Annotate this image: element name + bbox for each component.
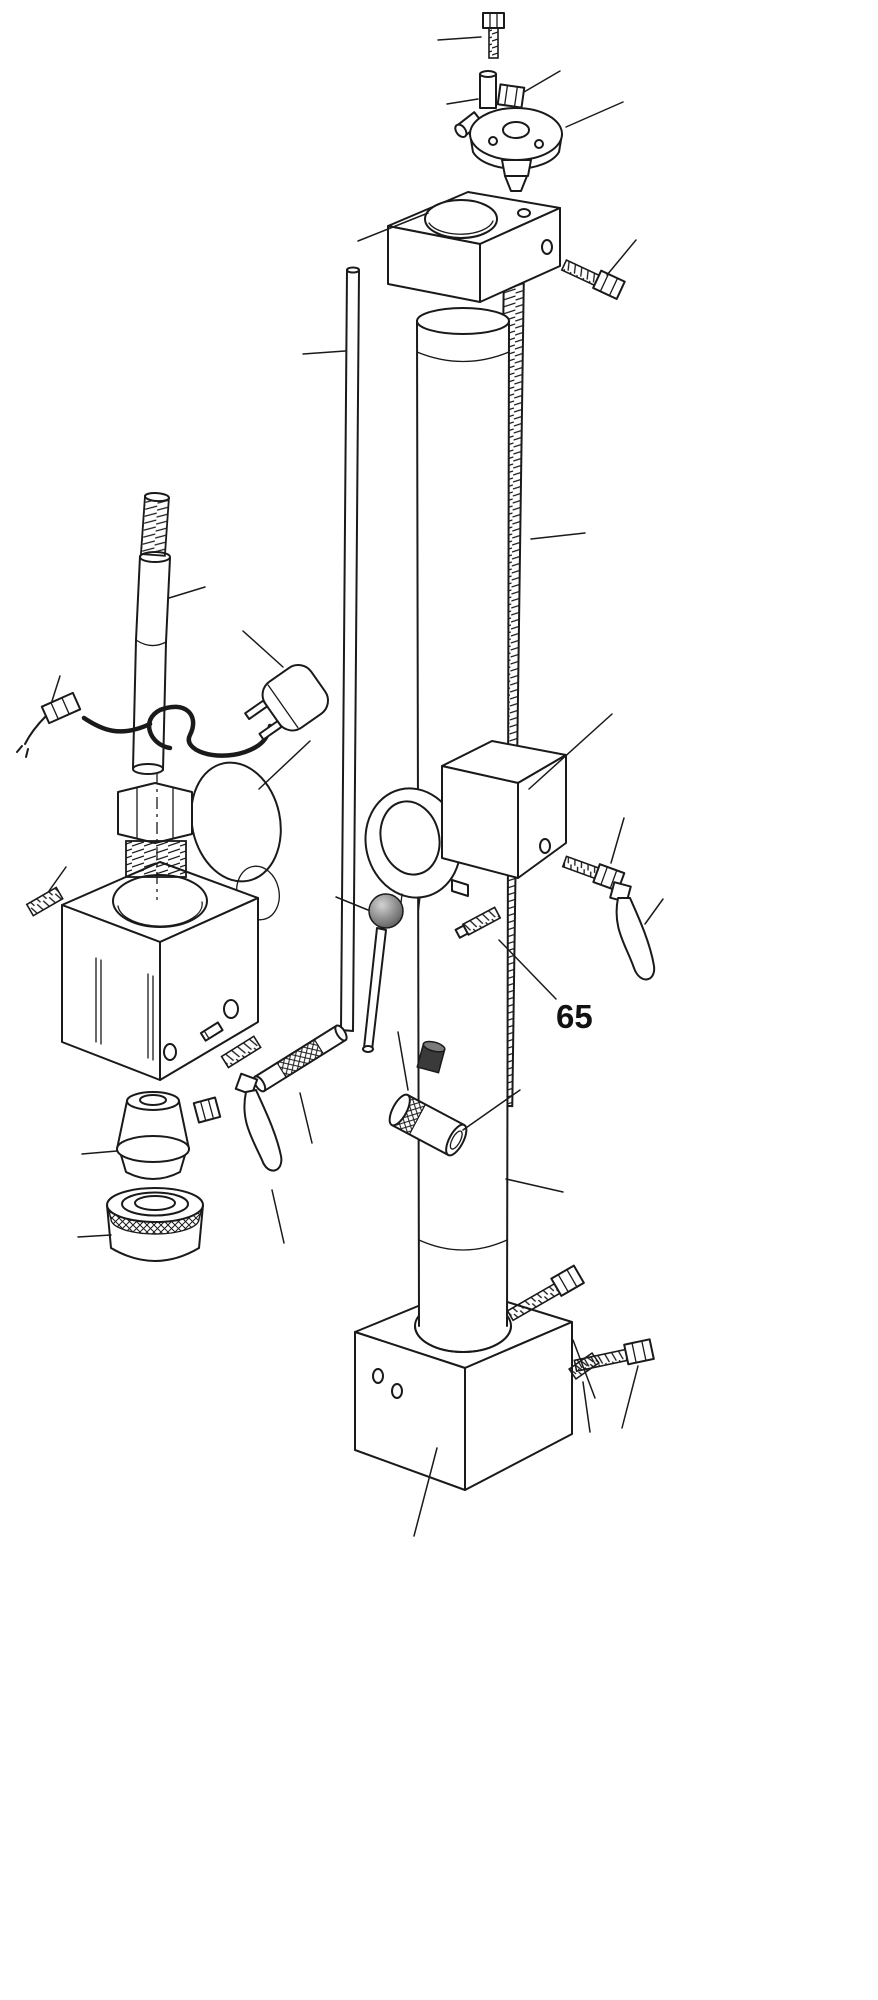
- set-stud: [454, 906, 502, 939]
- collet: [116, 1091, 190, 1180]
- base-bolt-a: [506, 1264, 585, 1322]
- top-right-bolt: [560, 258, 626, 300]
- power-plug: [244, 663, 329, 741]
- clamp-lever-left: [234, 1072, 283, 1172]
- ball-knob: [368, 893, 404, 929]
- clamp-lever-right: [609, 881, 656, 981]
- mount-block: [61, 861, 259, 1081]
- spindle-shaft: [132, 551, 171, 775]
- feed-knob: [454, 107, 563, 192]
- ring-nut: [106, 1187, 204, 1262]
- base-bolt-b: [573, 1338, 655, 1373]
- tiny-screw: [199, 1021, 224, 1042]
- adjuster-sleeve: [388, 1093, 468, 1157]
- feed-ball-handle: [362, 893, 404, 1053]
- cable-connector: [40, 691, 82, 725]
- signal-cable: [81, 715, 153, 734]
- plug-cap: [416, 1040, 446, 1074]
- callout-65: 65: [556, 998, 593, 1035]
- top-screw: [482, 12, 505, 59]
- pivot-pin: [479, 70, 497, 109]
- threaded-bushing: [117, 782, 193, 878]
- roll-pin: [25, 886, 64, 917]
- spindle-stud: [139, 491, 170, 557]
- hex-nut-top: [496, 83, 526, 109]
- carriage: [364, 740, 567, 915]
- depth-rod: [340, 266, 360, 1032]
- knurled-pin: [252, 1024, 348, 1093]
- hex-nut-small: [192, 1096, 222, 1124]
- cable-tail: [16, 715, 47, 758]
- spring: [220, 1035, 262, 1069]
- leader-lines: [48, 36, 664, 1537]
- base-bore-rim: [414, 1325, 512, 1353]
- top-bracket: [387, 191, 561, 303]
